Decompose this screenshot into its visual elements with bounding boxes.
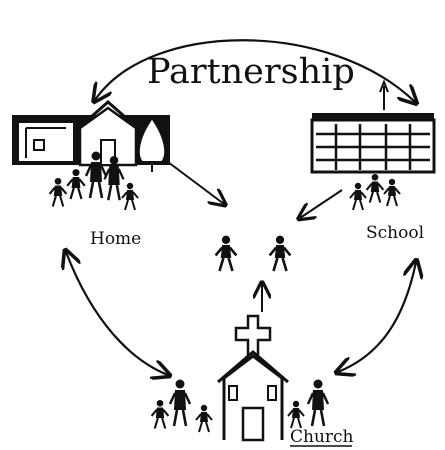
partnership-arc-arrow [95, 39, 415, 102]
home-to-children-arrow [167, 161, 224, 204]
central-children-figures [214, 234, 292, 273]
school-church-arc-arrow [338, 262, 416, 372]
school-children-figures [349, 172, 401, 211]
school-to-children-arrow [300, 189, 343, 218]
school-label: School [366, 223, 424, 243]
school-icon [310, 79, 436, 174]
church-label: Church [290, 427, 354, 447]
home-icon [12, 99, 170, 172]
diagram-title: Partnership [147, 52, 355, 92]
home-church-arc-arrow [66, 252, 168, 375]
church-icon [217, 314, 289, 442]
home-label: Home [90, 229, 141, 249]
